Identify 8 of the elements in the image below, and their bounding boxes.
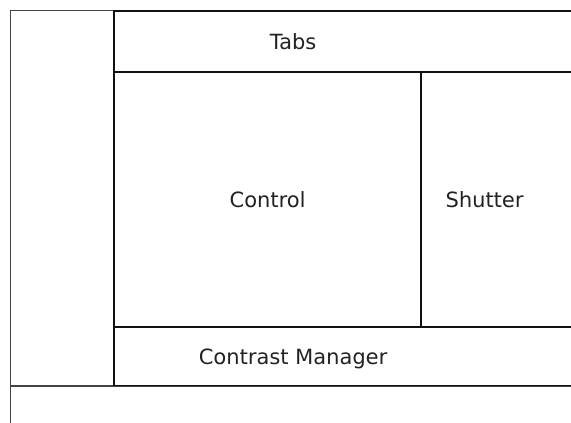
region-label: Tabs <box>270 30 316 54</box>
empty-panel <box>10 10 114 386</box>
layout-region <box>113 326 571 387</box>
layout-region <box>113 10 571 73</box>
region-label: Contrast Manager <box>198 344 388 368</box>
region-label: Shutter <box>446 188 524 212</box>
empty-panel <box>10 386 571 423</box>
region-label: Control <box>230 188 306 212</box>
